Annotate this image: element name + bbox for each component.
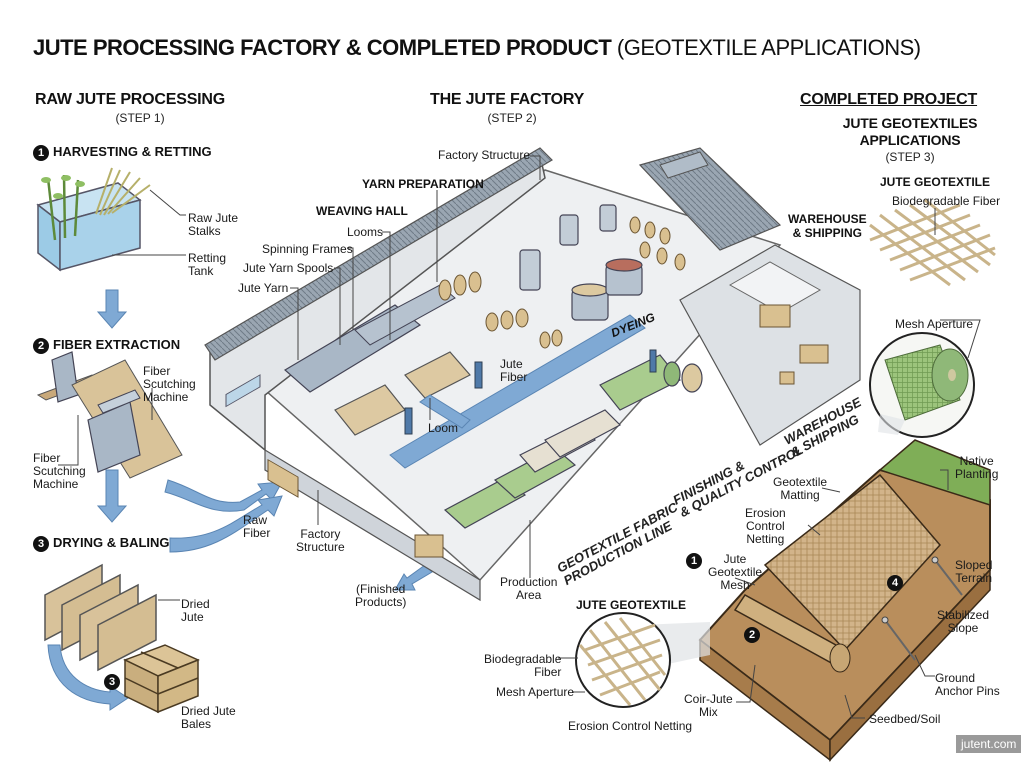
label-looms: Looms [347,225,384,239]
label-factory-structure-bottom: Factory Structure [296,527,345,554]
jute-bales-illustration [123,644,200,714]
watermark: jutent.com [956,735,1022,753]
label-spinning-frames: Spinning Frames [262,242,353,256]
label-geotextile-matting: Geotextile Matting [773,475,828,502]
section-step-factory: (STEP 2) [487,111,537,125]
label-loom: Loom [428,421,459,435]
page-title-normal: (GEOTEXTILE APPLICATIONS) [616,35,921,60]
label-native-planting: Native Planting [955,454,999,481]
label-stabilized-slope: Stabilized Slope [937,608,990,635]
label-erosion-control-netting-detail: Erosion Control Netting [568,719,693,733]
label-jute-yarn: Jute Yarn [238,281,289,295]
raw-step-label: DRYING & BALING [53,535,170,550]
label-jute-yarn-spools: Jute Yarn Spools [243,261,334,275]
section-subheading-completed-1: JUTE GEOTEXTILES [842,115,978,131]
label-fiber-scutching-machine-2: Fiber Scutching Machine [33,451,86,491]
label-biodegradable-fiber-top: Biodegradable Fiber [892,194,1001,208]
factory-building-illustration [204,147,861,602]
label-mesh-aperture-top: Mesh Aperture [895,317,974,331]
label-finished-products: (Finished Products) [355,582,407,609]
step-number-badge: 3 [33,535,49,552]
marker-4: 4 [887,574,907,592]
section-subheading-completed-2: APPLICATIONS [859,132,961,148]
raw-step-1: 1 HARVESTING & RETTING [33,144,212,161]
section-step-raw: (STEP 1) [115,111,165,125]
section-heading-raw: RAW JUTE PROCESSING [35,91,226,108]
label-coir-jute-mix: Coir-Jute Mix [684,692,733,719]
label-sloped-terrain: Sloped Terrain [955,558,993,585]
label-jute-fiber: Jute Fiber [500,357,528,384]
section-heading-completed: COMPLETED PROJECT [800,91,978,108]
section-heading-factory: THE JUTE FACTORY [430,91,585,108]
step-number-badge: 2 [33,337,49,354]
process-arrows [47,289,433,711]
raw-step-3: 3 DRYING & BALING [33,535,170,552]
label-dried-jute: Dried Jute [181,597,210,624]
label-mesh-aperture-detail: Mesh Aperture [496,685,575,699]
page-title: JUTE PROCESSING FACTORY & COMPLETED PROD… [33,35,921,61]
drying-racks-illustration [44,563,157,672]
leader-lines [58,155,981,719]
label-jute-geotextile-mesh: Jute Geotextile Mesh [708,552,763,592]
page-title-bold: JUTE PROCESSING FACTORY & COMPLETED PROD… [33,35,612,60]
slope-cross-section [698,439,991,762]
label-jute-geotextile-detail: JUTE GEOTEXTILE [576,598,687,612]
label-seedbed-soil: Seedbed/Soil [869,712,941,726]
label-erosion-control-netting: Erosion Control Netting [745,506,786,546]
section-step-completed: (STEP 3) [885,150,935,164]
bale-number-badge: 3 [104,673,124,691]
raw-step-label: HARVESTING & RETTING [53,144,212,159]
label-factory-structure-top: Factory Structure [438,148,531,162]
raw-step-2: 2 FIBER EXTRACTION [33,337,180,354]
marker-2: 2 [744,626,764,644]
label-biodegradable-fiber-detail: Biodegradable Fiber [484,652,562,679]
label-dried-jute-bales: Dried Jute Bales [181,704,236,731]
geotextile-detail-circle [575,612,710,708]
label-production-area: Production Area [500,575,558,602]
label-raw-jute-stalks: Raw Jute Stalks [188,211,239,238]
step-number-badge: 1 [33,144,49,161]
label-jute-geotextile-top: JUTE GEOTEXTILE [880,175,991,189]
label-raw-fiber: Raw Fiber [243,513,271,540]
label-warehouse-shipping: WAREHOUSE & SHIPPING [788,212,867,240]
label-weaving-hall: WEAVING HALL [316,204,408,218]
scutching-machine-illustration [36,351,183,479]
label-fiber-scutching-machine: Fiber Scutching Machine [143,364,196,404]
retting-tank-illustration [36,167,151,272]
geotextile-mesh-top [869,198,996,287]
label-retting-tank: Retting Tank [188,251,227,278]
label-yarn-preparation: YARN PREPARATION [362,177,484,191]
label-ground-anchor-pins: Ground Anchor Pins [935,671,1000,698]
geotextile-roll-zoom [869,332,975,438]
marker-1: 1 [686,552,706,570]
raw-step-label: FIBER EXTRACTION [53,337,181,352]
